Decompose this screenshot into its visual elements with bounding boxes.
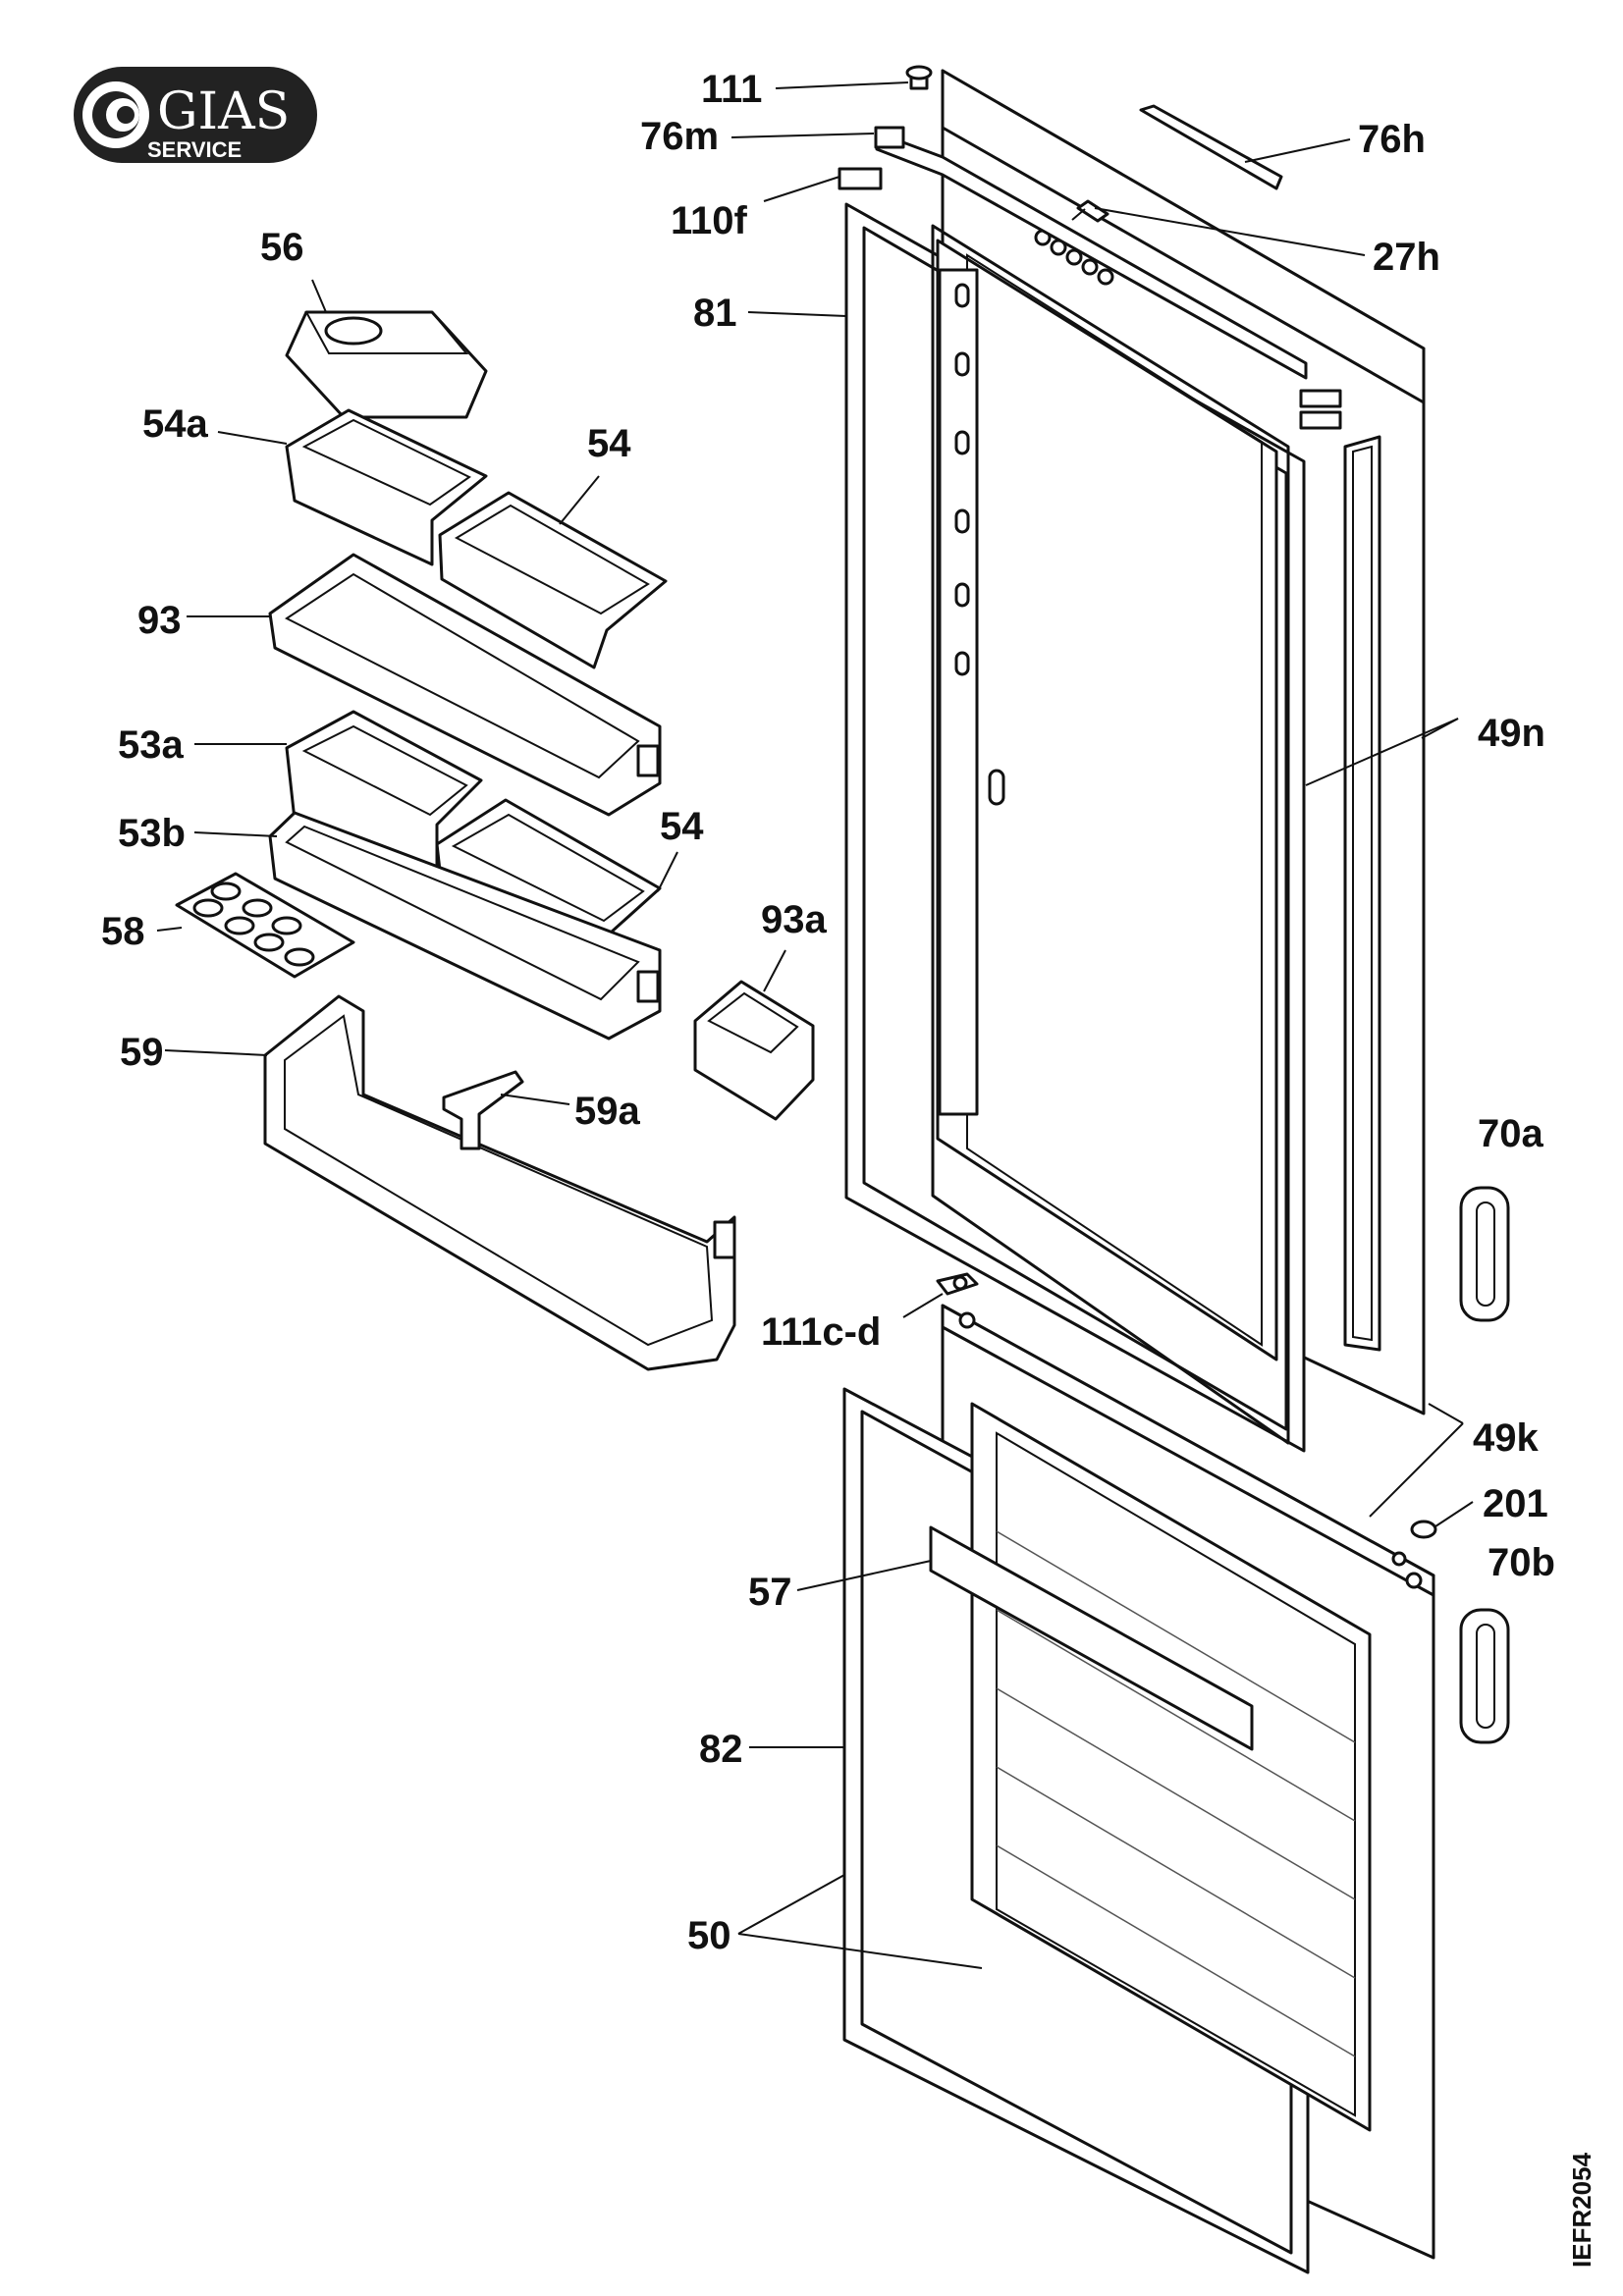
end-cap-76m	[874, 126, 905, 149]
label-57: 57	[748, 1571, 792, 1614]
label-54a: 54a	[142, 402, 208, 446]
label-76m: 76m	[640, 115, 719, 158]
label-111cd: 111c-d	[761, 1310, 881, 1354]
handle-70b	[1459, 1608, 1510, 1744]
label-50: 50	[687, 1914, 731, 1957]
top-trim-76m	[875, 131, 1308, 380]
door-shelf-93	[268, 553, 662, 817]
butter-box-56	[285, 310, 488, 419]
bottle-clip-59a	[442, 1070, 524, 1150]
hinge-111cd	[936, 1272, 979, 1296]
label-58: 58	[101, 910, 145, 953]
logo-brand: GIAS	[157, 82, 290, 141]
egg-tray-58	[175, 872, 355, 979]
hinge-pin-111	[905, 65, 933, 90]
label-27h: 27h	[1373, 236, 1440, 279]
gias-service-logo: GIAS SERVICE	[74, 67, 317, 163]
document-id: IEFR2054	[1567, 2152, 1596, 2268]
label-76h: 76h	[1358, 118, 1426, 161]
label-70a: 70a	[1478, 1112, 1543, 1155]
part-labels: 111 76m 110f 81 76h 27h 56 54a 54 93 53a…	[101, 68, 1555, 1957]
label-70b: 70b	[1488, 1541, 1555, 1584]
cover-110f	[838, 167, 883, 190]
handle-70a	[1459, 1186, 1510, 1322]
label-59a: 59a	[574, 1090, 640, 1133]
label-93: 93	[137, 599, 182, 642]
label-53a: 53a	[118, 723, 184, 767]
label-56: 56	[260, 226, 304, 269]
leader-lines	[156, 81, 1474, 1969]
bin-54a	[285, 408, 488, 566]
label-plate-57	[929, 1525, 1254, 1751]
bottle-holder-93a	[693, 980, 815, 1121]
bin-54-top	[438, 491, 668, 669]
label-93a: 93a	[761, 898, 827, 941]
label-53b: 53b	[118, 812, 186, 855]
label-49k: 49k	[1473, 1416, 1539, 1460]
handle-strip-76h	[1139, 104, 1283, 190]
label-49n: 49n	[1478, 712, 1545, 755]
pin-27h	[1071, 199, 1109, 223]
label-111: 111	[701, 68, 762, 111]
upper-inner-liner	[936, 239, 1278, 1362]
label-59: 59	[120, 1031, 164, 1074]
label-81: 81	[693, 292, 737, 335]
label-110f: 110f	[671, 199, 748, 242]
label-201: 201	[1483, 1482, 1548, 1525]
label-54-top: 54	[587, 422, 631, 465]
logo-tagline: SERVICE	[147, 137, 242, 162]
door-shelf-53b	[268, 811, 662, 1041]
label-82: 82	[699, 1728, 743, 1771]
label-54-bottom: 54	[660, 805, 704, 848]
bottle-shelf-59	[263, 994, 736, 1371]
lower-inner-liner	[970, 1402, 1372, 2132]
